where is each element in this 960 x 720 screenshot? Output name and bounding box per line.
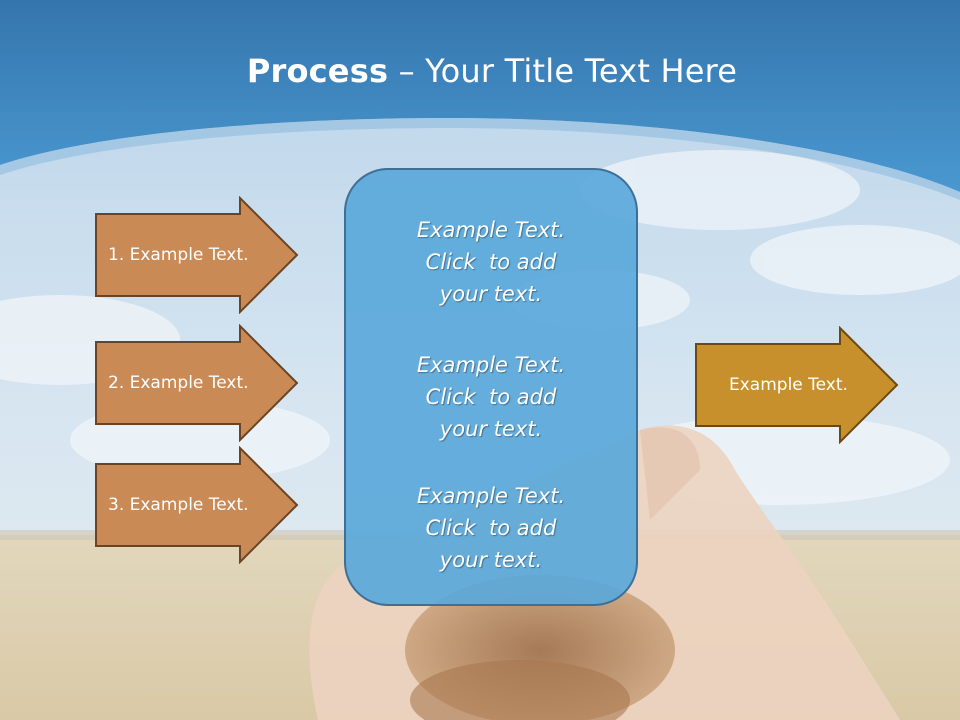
arrow-shape [695,326,899,444]
left-arrow-3[interactable]: 3. Example Text. [94,446,300,564]
center-text-block-1: Example Text. Click to add your text. [346,214,636,310]
left-arrow-label: 3. Example Text. [108,495,249,515]
center-process-box[interactable]: Example Text. Click to add your text. Ex… [344,168,638,606]
center-text-line: your text. [439,548,543,572]
left-arrow-2[interactable]: 2. Example Text. [94,324,300,442]
center-text-line: Click to add [425,250,557,274]
center-text-line: your text. [439,417,543,441]
arrow-shape [95,196,299,314]
center-text-block-3: Example Text. Click to add your text. [346,480,636,576]
right-arrow[interactable]: Example Text. [694,326,900,444]
center-text-line: Click to add [425,516,557,540]
title-bold: Process [246,52,389,90]
title-rest: – Your Title Text Here [388,52,738,90]
center-text-line: your text. [439,282,543,306]
right-arrow-label: Example Text. [729,375,848,395]
left-arrow-1[interactable]: 1. Example Text. [94,196,300,314]
left-arrow-label: 2. Example Text. [108,373,249,393]
left-arrow-label: 1. Example Text. [108,245,249,265]
center-text-line: Example Text. [416,218,566,242]
center-text-block-2: Example Text. Click to add your text. [346,349,636,445]
center-text-line: Example Text. [416,353,566,377]
center-text-line: Example Text. [416,484,566,508]
arrow-shape [95,446,299,564]
center-text-line: Click to add [425,385,557,409]
slide-title: Process – Your Title Text Here [0,52,960,90]
arrow-shape [95,324,299,442]
